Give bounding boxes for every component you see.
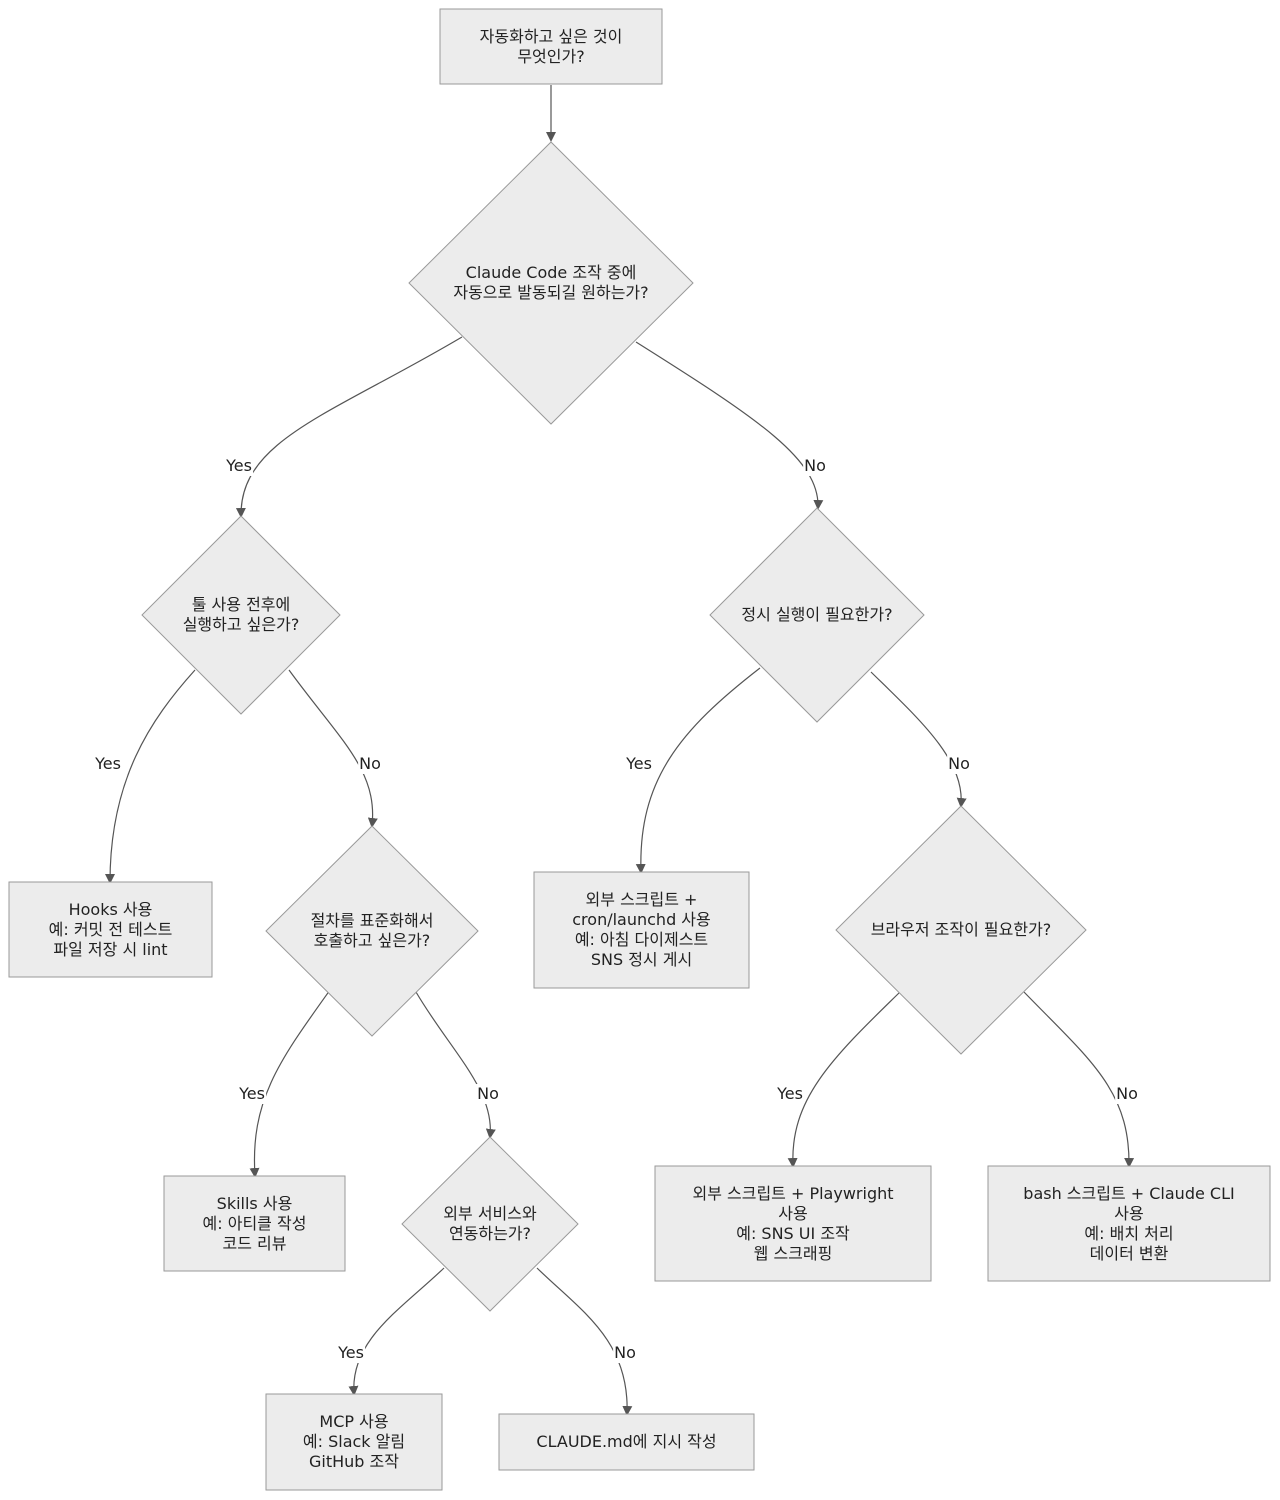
boxes [8,8,1271,1491]
q-proc-diamond [265,825,479,1037]
edge-label-no: No [476,1084,500,1104]
hooks-box [8,881,213,978]
edge-q-proc-yes [249,989,331,1178]
edge-label-yes: Yes [94,754,122,774]
q-tool-diamond [141,515,341,715]
edge-q-proc-no [415,991,496,1139]
edge-q-tool-no [288,669,378,828]
edge-label-yes: Yes [776,1084,804,1104]
q-during-diamond [408,141,694,425]
edge-q-browser-yes [787,991,901,1168]
edge-label-no: No [1115,1084,1139,1104]
edge-q-sched-yes [635,667,761,874]
edge-q-ext-yes [348,1267,445,1396]
edge-label-yes: Yes [337,1343,365,1363]
q-browser-diamond [835,805,1087,1055]
mcp-box [265,1393,443,1491]
edge-q-browser-no [1023,991,1135,1168]
claude-md-box [498,1413,755,1471]
edge-q-tool-yes [105,669,196,884]
edge-q-sched-no [870,671,967,808]
q-sched-diamond [709,507,925,723]
q-ext-diamond [401,1136,579,1312]
edge-label-yes: Yes [625,754,653,774]
edge-label-no: No [613,1343,637,1363]
edge-label-no: No [358,754,382,774]
edge-label-yes: Yes [238,1084,266,1104]
edge-q-during-yes [235,336,463,518]
playwright-box [654,1165,932,1282]
edge-label-yes: Yes [225,456,253,476]
edge-label-no: No [803,456,827,476]
edge-q-ext-no [536,1267,633,1416]
edge-q-during-no [635,341,824,510]
skills-box [163,1175,346,1272]
start-box [439,8,663,85]
edge-label-no: No [947,754,971,774]
edges [105,85,1135,1416]
bash-cli-box [987,1165,1271,1282]
diamonds [141,141,1087,1312]
cron-box [533,871,750,989]
